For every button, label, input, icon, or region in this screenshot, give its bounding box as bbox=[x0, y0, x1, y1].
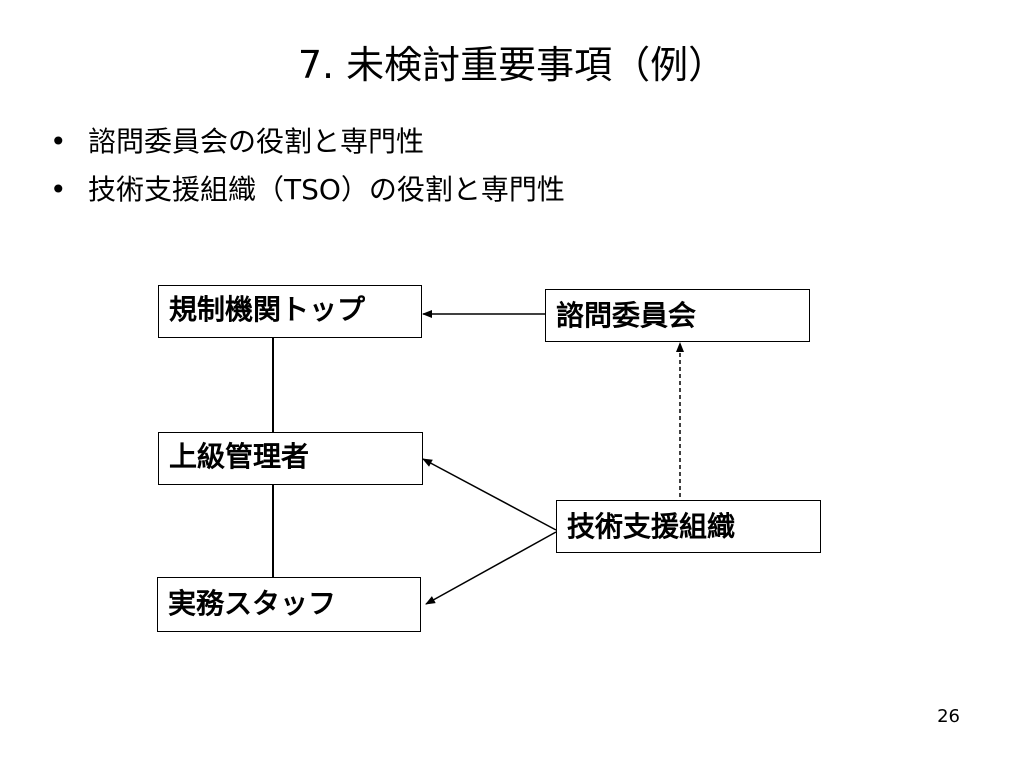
slide-title: 7. 未検討重要事項（例） bbox=[297, 43, 727, 87]
node-label: 諮問委員会 bbox=[556, 299, 697, 332]
bullet-text: 技術支援組織（TSO）の役割と専門性 bbox=[88, 173, 565, 206]
page-number: 26 bbox=[937, 706, 960, 727]
node-label: 上級管理者 bbox=[169, 440, 310, 473]
node-senior-management: 上級管理者 bbox=[158, 432, 423, 485]
bullet-text: 諮問委員会の役割と専門性 bbox=[88, 125, 425, 158]
bullet-marker: • bbox=[50, 173, 67, 206]
node-label: 規制機関トップ bbox=[169, 293, 366, 326]
node-label: 技術支援組織 bbox=[567, 510, 736, 543]
node-working-staff: 実務スタッフ bbox=[157, 577, 421, 632]
node-regulator-top: 規制機関トップ bbox=[158, 285, 422, 338]
node-advisory-committee: 諮問委員会 bbox=[545, 289, 810, 342]
node-label: 実務スタッフ bbox=[168, 587, 337, 620]
node-tso: 技術支援組織 bbox=[556, 500, 821, 553]
edge-tso-to-senior bbox=[422, 458, 557, 531]
bullet-marker: • bbox=[50, 125, 67, 158]
edge-tso-to-staff bbox=[425, 531, 557, 605]
